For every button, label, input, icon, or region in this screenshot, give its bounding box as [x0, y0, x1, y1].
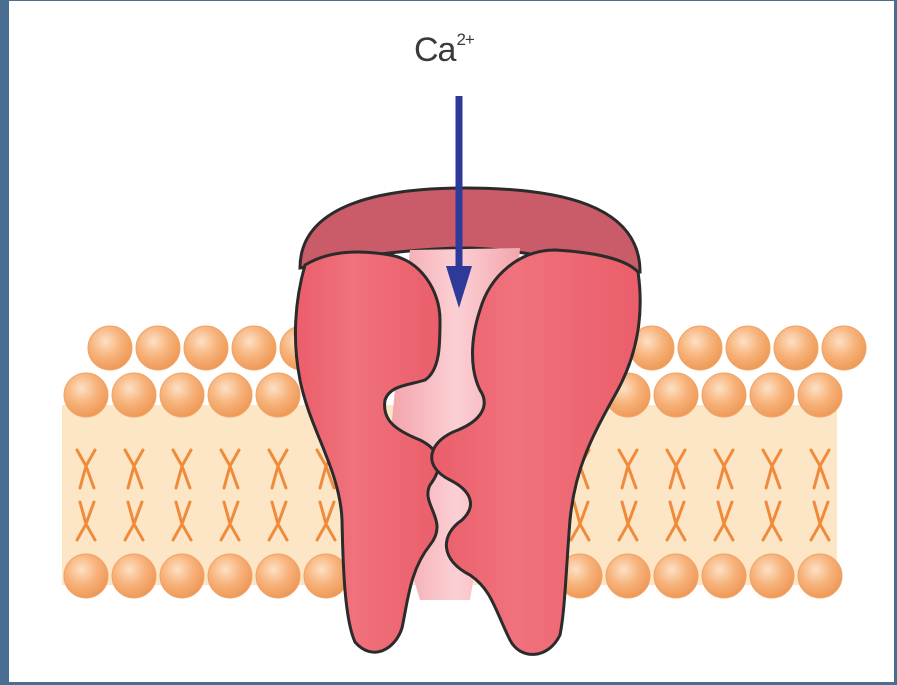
lipid-head [774, 326, 818, 370]
lipid-head [64, 554, 108, 598]
lipid-head [112, 554, 156, 598]
lipid-head [208, 373, 252, 417]
lipid-head [798, 554, 842, 598]
lipid-head [304, 554, 348, 598]
lipid-head [654, 554, 698, 598]
lipid-head [112, 373, 156, 417]
lipid-head [232, 326, 276, 370]
lipid-head [88, 326, 132, 370]
lipid-head [750, 373, 794, 417]
lipid-head [702, 373, 746, 417]
lipid-head [702, 554, 746, 598]
lipid-head [678, 326, 722, 370]
lipid-head [208, 554, 252, 598]
lipid-head [184, 326, 228, 370]
lipid-head [64, 373, 108, 417]
lipid-head [606, 554, 650, 598]
lipid-head [160, 554, 204, 598]
lipid-head [798, 373, 842, 417]
lipid-head [726, 326, 770, 370]
lipid-head [160, 373, 204, 417]
lipid-head [256, 373, 300, 417]
lipid-head [822, 326, 866, 370]
lipid-head [654, 373, 698, 417]
lipid-head [136, 326, 180, 370]
lipid-head [256, 554, 300, 598]
calcium-ion-label: Ca2+ [414, 30, 474, 70]
lipid-head [750, 554, 794, 598]
